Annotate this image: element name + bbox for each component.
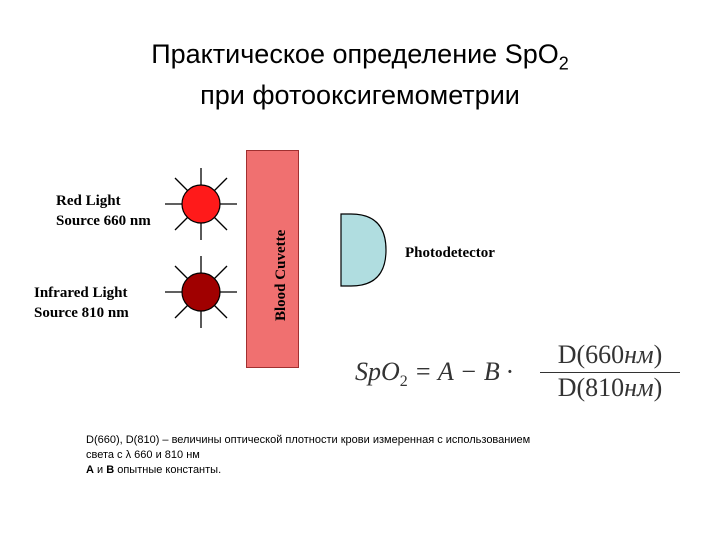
- title-line-2: при фотооксигемометрии: [200, 80, 520, 111]
- infrared-light-source-icon: [165, 256, 237, 328]
- spo2-formula: SpO2 = A − B · D(660нм) D(810нм): [355, 340, 685, 410]
- formula-denominator: D(810нм): [557, 373, 663, 402]
- photodetector-icon: [340, 213, 387, 287]
- red-light-label: Red Light Source 660 nm: [56, 193, 151, 229]
- note-line-1: D(660), D(810) – величины оптической пло…: [86, 434, 531, 446]
- infrared-light-label: Infrared Light Source 810 nm: [34, 285, 129, 321]
- photodetector-label: Photodetector: [405, 245, 495, 261]
- formula-lhs: SpO2 = A − B ·: [355, 357, 513, 391]
- title-line-1: Практическое определение SpO2: [151, 39, 569, 74]
- blood-cuvette-label: Blood Cuvette: [273, 229, 289, 321]
- red-light-source-icon: [165, 168, 237, 240]
- blood-cuvette: [246, 150, 299, 368]
- formula-fraction: D(660нм) D(810нм): [540, 340, 680, 403]
- slide-title: Практическое определение SpO2 при фотоок…: [0, 38, 720, 111]
- formula-numerator: D(660нм): [540, 340, 680, 373]
- note-line-2: света с λ 660 и 810 нм: [86, 449, 200, 461]
- note-line-3: A и B опытные константы.: [86, 464, 222, 476]
- formula-note: D(660), D(810) – величины оптической пло…: [86, 433, 686, 478]
